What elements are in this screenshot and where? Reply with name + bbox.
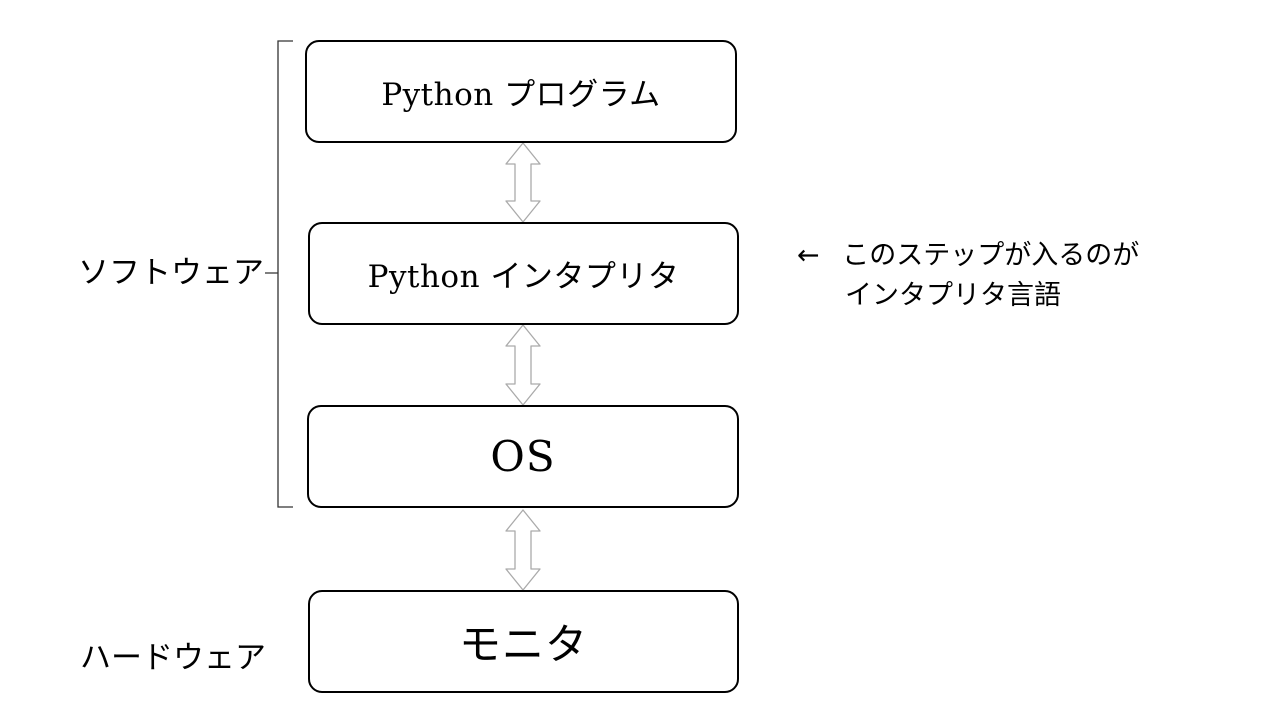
python-program-box: Python プログラム <box>305 40 737 143</box>
monitor-box: モニタ <box>308 590 739 693</box>
interpreter-note-line-2: インタプリタ言語 <box>845 280 1061 311</box>
python-interpreter-label: Python インタプリタ <box>367 259 680 295</box>
python-interpreter-box: Python インタプリタ <box>308 222 739 325</box>
interpreter-note: ← このステップが入るのが インタプリタ言語 <box>797 236 1139 316</box>
os-label: OS <box>490 432 556 481</box>
os-box: OS <box>307 405 739 508</box>
double-arrow-interpreter-os <box>505 324 541 406</box>
hardware-group-label: ハードウェア <box>80 640 266 676</box>
double-arrow-program-interpreter <box>505 142 541 223</box>
interpreter-note-text-1: このステップが入るのが <box>842 240 1140 271</box>
python-program-label: Python プログラム <box>381 77 661 113</box>
software-group-label: ソフトウェア <box>78 255 264 291</box>
double-arrow-os-monitor <box>505 509 541 591</box>
monitor-label: モニタ <box>458 620 588 669</box>
left-arrow-icon: ← <box>797 240 820 271</box>
software-bracket <box>265 40 293 508</box>
interpreter-note-line-1: ← このステップが入るのが <box>797 236 1139 276</box>
